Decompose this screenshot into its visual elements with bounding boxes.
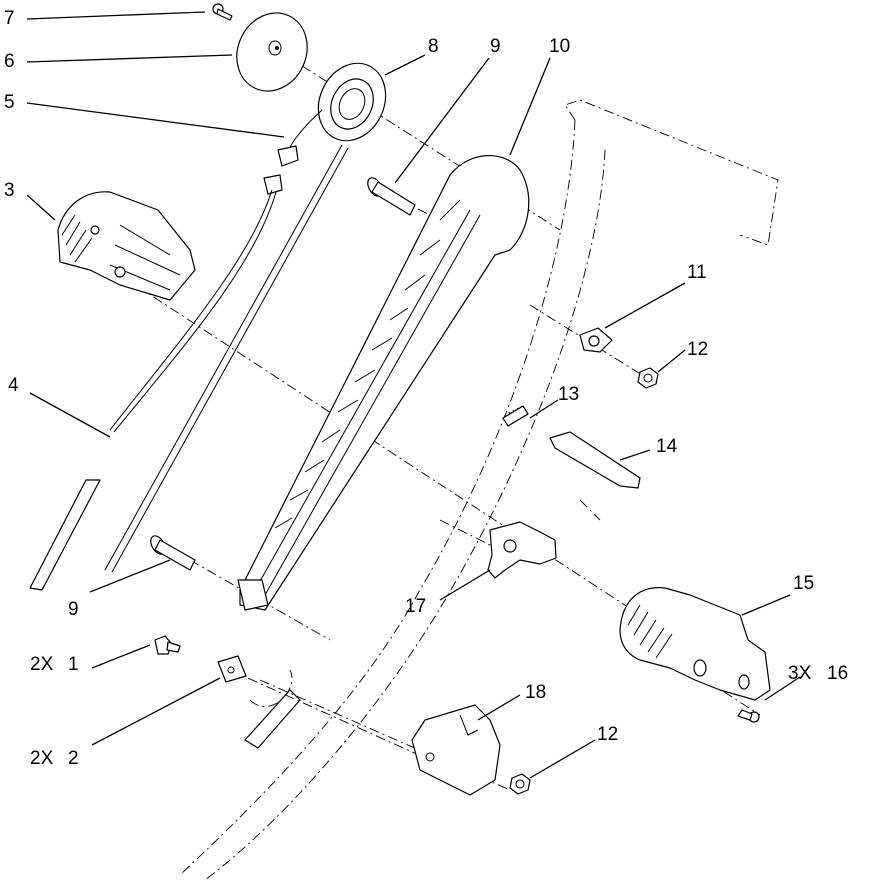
part-17-latch (487, 521, 557, 579)
handle-tube (179, 99, 779, 881)
callout-17: 17 (405, 596, 427, 617)
part-2-nut-plate (217, 655, 247, 683)
callout-16: 16 (827, 663, 849, 684)
callout-12-right: 12 (687, 339, 709, 360)
callout-2: 2 (68, 748, 79, 769)
part-7-screw (212, 3, 233, 21)
quantity-1: 2X (30, 654, 54, 675)
part-1-bolt (154, 635, 181, 655)
part-6-cap-disc (236, 12, 308, 92)
part-14-plate (549, 431, 641, 489)
quantity-16: 3X (788, 663, 812, 684)
callout-9-upper: 9 (490, 36, 501, 57)
part-13-spring (502, 405, 529, 427)
callout-4: 4 (8, 375, 19, 396)
callout-3: 3 (4, 180, 15, 201)
part-8-cable-spool (317, 62, 387, 142)
part-3-housing (57, 191, 196, 301)
callout-5: 5 (4, 92, 15, 113)
part-4-rod (29, 144, 349, 591)
callout-15: 15 (793, 573, 815, 594)
callout-13: 13 (558, 384, 580, 405)
callout-10: 10 (549, 36, 571, 57)
part-16-screw (737, 709, 760, 723)
part-18-bracket (411, 704, 501, 796)
part-10-rack (237, 155, 530, 611)
part-12-nut-lower (509, 773, 531, 795)
callout-1: 1 (68, 654, 79, 675)
part-9-pin-upper (367, 177, 416, 216)
callout-8: 8 (428, 36, 439, 57)
part-12-nut-right (637, 367, 659, 389)
callout-6: 6 (4, 51, 15, 72)
callout-14: 14 (656, 436, 678, 457)
leader-lines (26, 11, 801, 779)
quantity-2: 2X (30, 748, 54, 769)
part-11-bushing (579, 327, 613, 353)
callout-9-lower: 9 (68, 599, 79, 620)
callout-11: 11 (687, 262, 707, 283)
part-15-bracket-housing (619, 587, 771, 701)
callout-7: 7 (4, 8, 15, 29)
callout-18: 18 (525, 682, 547, 703)
part-5-cable (109, 109, 323, 433)
callout-12-lower: 12 (597, 724, 619, 745)
part-9-pin-lower (150, 535, 196, 571)
